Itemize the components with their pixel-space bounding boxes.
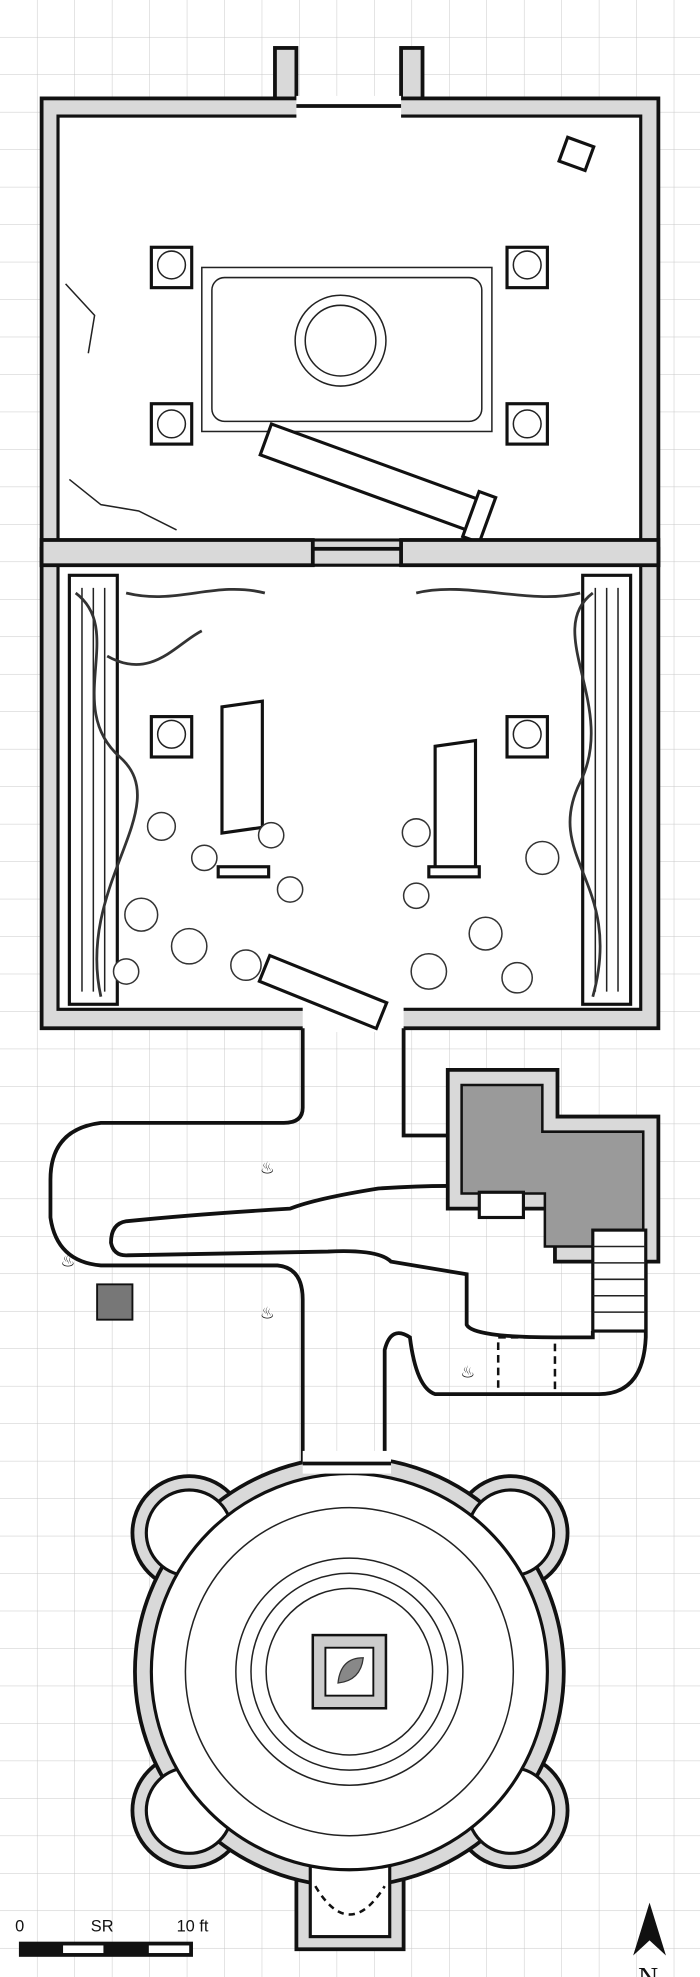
- scale-bar: 0 SR 10 ft: [15, 1918, 209, 1957]
- fog-chamber: [445, 1067, 661, 1333]
- svg-text:♨: ♨: [61, 1253, 76, 1271]
- svg-text:♨: ♨: [260, 1304, 275, 1322]
- crate: [557, 135, 596, 173]
- fallen-column: [258, 421, 498, 545]
- steam-vents: ♨ ♨ ♨ ♨: [61, 1159, 476, 1381]
- round-shrine: [130, 1450, 570, 1952]
- upper-hall: [39, 46, 661, 568]
- svg-text:♨: ♨: [460, 1364, 475, 1382]
- bushes: [112, 811, 560, 994]
- dashed-doorway[interactable]: [496, 1336, 557, 1396]
- compass: N: [633, 1902, 666, 1977]
- north-arrow-icon: [633, 1902, 666, 1956]
- scale-end-label: 10 ft: [177, 1918, 209, 1936]
- pillar-bases: [149, 245, 549, 446]
- broken-column: [257, 953, 389, 1031]
- overgrown-hall: [39, 538, 661, 1033]
- winding-tunnel: [48, 1028, 648, 1464]
- compass-label: N: [638, 1962, 658, 1977]
- leaf-icon: [337, 1657, 364, 1684]
- stairs[interactable]: [591, 1228, 648, 1333]
- laurel-seal: [294, 294, 387, 387]
- svg-text:♨: ♨: [260, 1159, 275, 1177]
- glyph-tile: [96, 1283, 134, 1321]
- scale-start-label: 0: [15, 1918, 24, 1936]
- scale-mid-label: SR: [91, 1918, 114, 1936]
